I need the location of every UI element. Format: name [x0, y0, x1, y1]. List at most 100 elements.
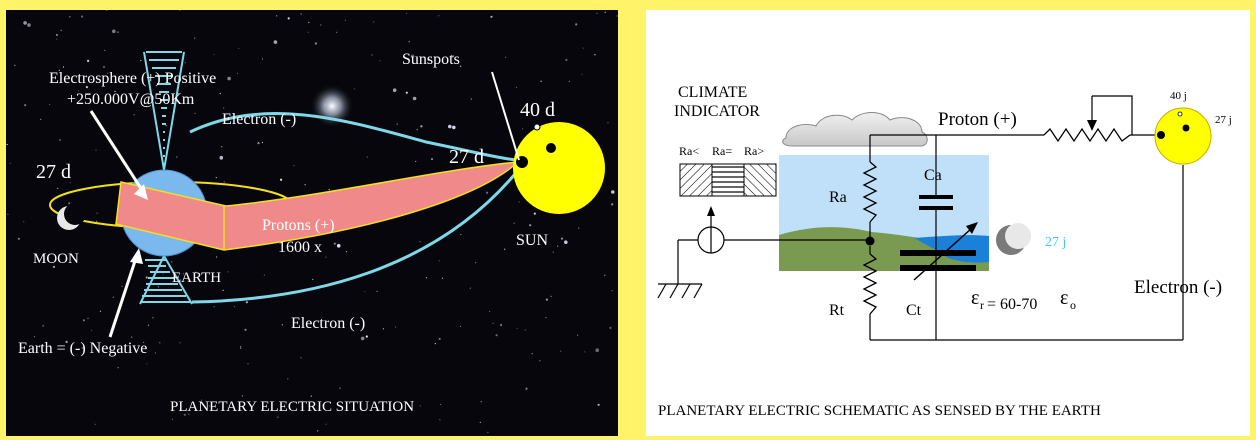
ca-capacitor-plate-2 — [919, 206, 953, 210]
star — [52, 265, 56, 268]
star — [568, 80, 571, 82]
star — [96, 220, 98, 222]
star — [452, 125, 456, 130]
star — [247, 363, 249, 365]
star — [434, 343, 436, 345]
star — [609, 326, 612, 329]
star — [578, 227, 580, 229]
star — [344, 19, 346, 21]
star — [596, 12, 598, 14]
star — [486, 191, 489, 194]
star — [57, 187, 59, 189]
star — [345, 251, 348, 253]
star — [293, 165, 295, 167]
star — [277, 416, 279, 418]
star — [336, 244, 341, 248]
star — [516, 327, 518, 329]
star — [581, 73, 583, 75]
star — [604, 274, 606, 276]
star — [504, 248, 506, 250]
ra-less-indicator — [679, 163, 713, 197]
proton-label: Proton (+) — [938, 109, 1017, 130]
electrosphere-label: Electrosphere (+) Positive — [49, 70, 216, 87]
sun-spot-left — [1157, 131, 1165, 139]
star — [114, 90, 116, 92]
star — [152, 317, 154, 319]
star — [308, 21, 310, 24]
sun-27-label: 27 j — [1215, 114, 1232, 126]
ct-label: Ct — [906, 302, 922, 319]
star — [408, 41, 410, 43]
ra-resistor — [862, 161, 878, 223]
epsilon-symbol-o: ε — [1060, 287, 1068, 309]
star — [215, 177, 217, 179]
star — [276, 15, 278, 17]
star — [475, 262, 477, 264]
star — [550, 295, 552, 297]
electron-label: Electron (-) — [1134, 277, 1222, 298]
star — [366, 156, 368, 158]
star — [440, 403, 442, 406]
rt-resistor — [862, 253, 878, 315]
circuit-wires — [658, 134, 1184, 341]
star — [430, 158, 434, 161]
ct-capacitor-plate-1 — [900, 250, 976, 256]
star — [62, 66, 65, 68]
star — [396, 123, 398, 125]
ra-equal-label: Ra= — [712, 144, 732, 158]
star — [416, 129, 418, 131]
star — [9, 162, 11, 164]
star — [131, 336, 133, 338]
star — [94, 423, 96, 425]
star — [33, 336, 36, 338]
star — [314, 42, 317, 45]
sun-symbol — [1154, 107, 1212, 165]
star — [227, 271, 229, 273]
star — [529, 234, 531, 236]
planetary-schematic-panel: CLIMATE INDICATOR Ra< Ra= Ra> Proton (+)… — [646, 10, 1250, 436]
star — [273, 40, 278, 44]
ra-more-label: Ra> — [744, 144, 764, 158]
epsilon-symbol-r: ε — [971, 287, 979, 309]
star — [233, 306, 236, 308]
star — [312, 278, 314, 281]
star — [112, 29, 116, 34]
sunspot-marker — [533, 123, 541, 131]
star — [607, 122, 609, 124]
star — [143, 341, 145, 343]
star — [328, 189, 330, 191]
star — [107, 72, 109, 74]
star — [480, 401, 482, 403]
star — [611, 203, 614, 206]
junction-node — [865, 236, 875, 246]
star — [287, 378, 289, 380]
star — [179, 342, 181, 344]
star — [104, 49, 106, 52]
star — [121, 285, 123, 287]
electrosphere-pointer — [89, 110, 144, 191]
star — [317, 430, 319, 432]
sun-disc — [513, 122, 605, 214]
star — [604, 11, 606, 13]
star — [577, 334, 579, 336]
moon-27-label: 27 j — [1045, 235, 1066, 250]
star — [399, 409, 401, 411]
ca-capacitor-plate-1 — [919, 195, 953, 199]
star — [425, 277, 427, 279]
star — [263, 274, 265, 276]
star — [360, 336, 365, 341]
protons-multiplier-label: 1600 x — [278, 239, 322, 256]
star — [515, 86, 518, 88]
star — [584, 351, 586, 353]
star — [240, 347, 242, 349]
star — [529, 224, 532, 227]
star — [244, 328, 247, 331]
star — [411, 400, 413, 403]
star — [594, 54, 596, 56]
star — [82, 319, 85, 322]
sun-days-side-label: 27 d — [449, 146, 484, 168]
star — [310, 395, 312, 397]
star — [557, 245, 559, 247]
star — [305, 248, 307, 250]
